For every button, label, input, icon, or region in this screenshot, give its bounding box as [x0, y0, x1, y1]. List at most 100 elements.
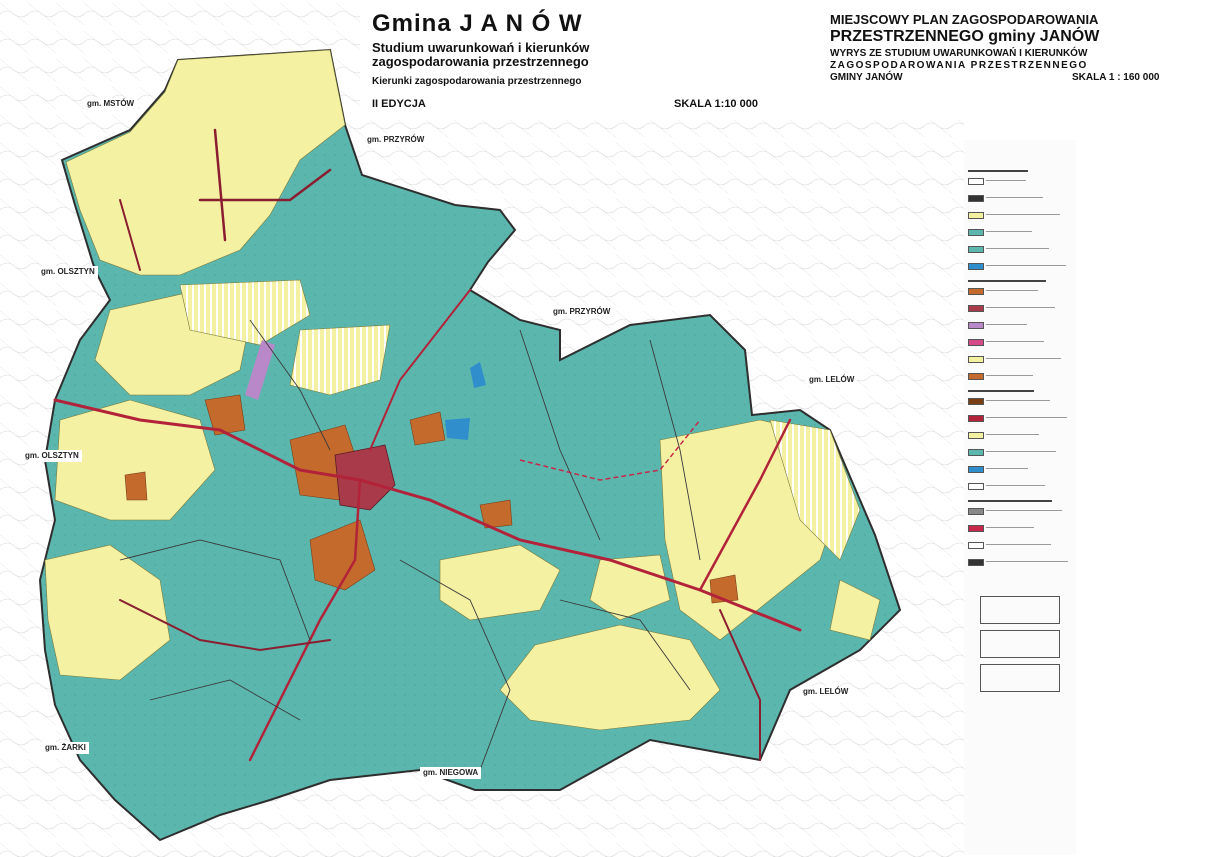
label-przyrow-north: gm. PRZYRÓW	[364, 134, 428, 146]
legend-item	[968, 178, 1072, 185]
legend-heading	[968, 280, 1046, 282]
legend-text	[986, 375, 1033, 376]
lake	[445, 418, 470, 440]
purple-zone	[245, 340, 275, 400]
legend-title-block	[980, 630, 1060, 658]
label-przyrow-center: gm. PRZYRÓW	[550, 306, 614, 318]
legend-item	[968, 398, 1072, 405]
plan-title-5: GMINY JANÓW	[830, 72, 903, 83]
legend-item	[968, 195, 1072, 202]
legend-swatch	[968, 542, 984, 549]
legend-item	[968, 542, 1072, 549]
town-center	[334, 444, 396, 511]
legend-item	[968, 483, 1072, 490]
legend-item	[968, 508, 1072, 515]
edition-label: II EDYCJA	[372, 98, 426, 110]
legend-swatch	[968, 305, 984, 312]
legend-text	[986, 417, 1067, 418]
legend-item	[968, 559, 1072, 566]
legend-swatch	[968, 415, 984, 422]
label-zarki: gm. ŻARKI	[42, 742, 89, 754]
neighbour-boundary	[519, 419, 701, 481]
legend-swatch	[968, 432, 984, 439]
legend-text	[986, 358, 1061, 359]
legend-swatch	[968, 373, 984, 380]
legend-text	[986, 510, 1062, 511]
plan-title-3: WYRYS ZE STUDIUM UWARUNKOWAŃ I KIERUNKÓW	[830, 48, 1088, 59]
legend-swatch	[968, 483, 984, 490]
legend-swatch	[968, 339, 984, 346]
legend-heading	[968, 390, 1034, 392]
legend-text	[986, 265, 1066, 266]
internal-boundaries	[119, 319, 701, 771]
legend-swatch	[968, 322, 984, 329]
legend-item	[968, 288, 1072, 295]
pond	[470, 362, 486, 388]
legend-swatch	[968, 263, 984, 270]
legend-title-block	[980, 596, 1060, 624]
label-lelow-north: gm. LELÓW	[806, 374, 858, 386]
roads	[53, 128, 802, 762]
legend-swatch	[968, 466, 984, 473]
legend-item	[968, 322, 1072, 329]
legend-swatch	[968, 246, 984, 253]
legend-item	[968, 246, 1072, 253]
legend-item	[968, 415, 1072, 422]
legend-text	[986, 307, 1055, 308]
legend-text	[986, 561, 1068, 562]
map-legend	[964, 140, 1076, 855]
legend-swatch	[968, 525, 984, 532]
legend-text	[986, 231, 1032, 232]
legend-swatch	[968, 288, 984, 295]
legend-text	[986, 214, 1060, 215]
legend-swatch	[968, 356, 984, 363]
legend-swatch	[968, 212, 984, 219]
plan-title-4: ZAGOSPODAROWANIA PRZESTRZENNEGO	[830, 60, 1088, 71]
legend-text	[986, 290, 1038, 291]
label-lelow-south: gm. LELÓW	[800, 686, 852, 698]
legend-item	[968, 525, 1072, 532]
agricultural-zones	[44, 49, 881, 731]
plan-title-1: MIEJSCOWY PLAN ZAGOSPODAROWANIA	[830, 12, 1099, 27]
legend-text	[986, 400, 1050, 401]
map-subtitle-1: Studium uwarunkowań i kierunków	[372, 40, 590, 55]
plan-title-2: PRZESTRZENNEGO gminy JANÓW	[830, 28, 1100, 45]
legend-text	[986, 485, 1045, 486]
legend-heading	[968, 170, 1028, 172]
legend-swatch	[968, 178, 984, 185]
legend-item	[968, 373, 1072, 380]
legend-item	[968, 263, 1072, 270]
legend-swatch	[968, 398, 984, 405]
legend-swatch	[968, 559, 984, 566]
legend-swatch	[968, 195, 984, 202]
legend-text	[986, 197, 1043, 198]
legend-swatch	[968, 449, 984, 456]
legend-text	[986, 451, 1056, 452]
legend-title-block	[980, 664, 1060, 692]
legend-swatch	[968, 229, 984, 236]
legend-item	[968, 339, 1072, 346]
legend-item	[968, 432, 1072, 439]
legend-item	[968, 449, 1072, 456]
legend-text	[986, 434, 1039, 435]
legend-swatch	[968, 508, 984, 515]
label-olsztyn-north: gm. OLSZTYN	[38, 266, 98, 278]
legend-text	[986, 324, 1027, 325]
legend-text	[986, 180, 1026, 181]
legend-item	[968, 356, 1072, 363]
map-title: Gmina J A N Ó W	[372, 10, 583, 37]
legend-item	[968, 212, 1072, 219]
legend-item	[968, 305, 1072, 312]
scale-left: SKALA 1:10 000	[674, 98, 758, 110]
legend-text	[986, 341, 1044, 342]
map-subtitle-2: zagospodarowania przestrzennego	[372, 54, 589, 69]
legend-text	[986, 544, 1051, 545]
scale-right: SKALA 1 : 160 000	[1072, 72, 1160, 83]
legend-text	[986, 468, 1028, 469]
legend-item	[968, 466, 1072, 473]
label-niegowa: gm. NIEGOWA	[420, 767, 482, 779]
legend-heading	[968, 500, 1052, 502]
label-olsztyn-south: gm. OLSZTYN	[22, 450, 82, 462]
header-background	[360, 0, 1224, 120]
